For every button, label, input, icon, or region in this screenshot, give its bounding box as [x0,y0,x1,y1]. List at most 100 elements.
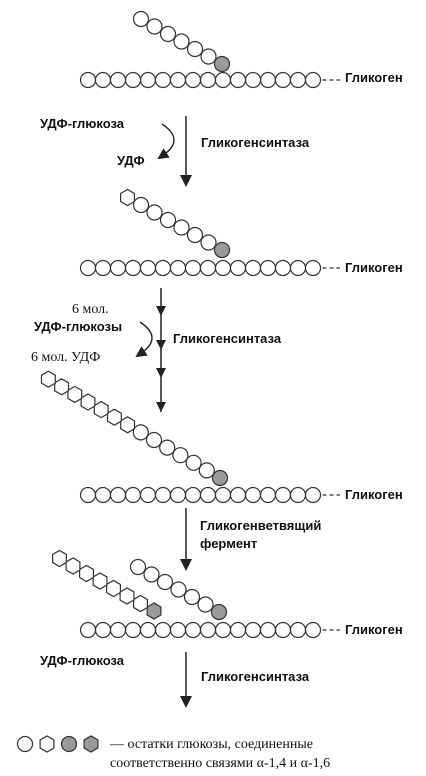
glucose-residue [124,71,142,89]
step-3-reaction: Гликогенветвящий фермент [180,508,321,571]
udp-label-1: УДФ [117,153,145,168]
glucose-residue [169,621,187,639]
udp-glucose-label-2: УДФ-глюкоза [40,653,125,668]
glucose-residue [94,259,112,277]
glucose-residue [132,10,150,28]
new-residue-hexagon [93,400,109,419]
glucose-residue [199,71,217,89]
glucose-residue [154,621,172,639]
glucose-residue [304,486,322,504]
glycogen-label-3: Гликоген [345,487,403,502]
glucose-residue [184,486,202,504]
new-residue-hexagon [80,393,96,411]
glucose-residue [304,621,322,639]
glucose-residue [159,211,177,229]
glucose-residue [145,431,163,449]
glucose-residue [289,486,307,504]
glucose-residue [109,621,127,639]
branch-point-residue [213,241,231,259]
glucose-residue [159,25,177,43]
glycogen-label-2: Гликоген [345,260,403,275]
new-residue-hexagon [78,564,95,583]
glucose-residue [154,259,172,277]
new-residue-hexagon [54,378,70,396]
side-arrow-1 [157,123,175,160]
glycogen-label-4: Гликоген [345,622,403,637]
step-1-reaction: УДФ-глюкоза УДФ Гликогенсинтаза [40,116,310,187]
glucose-residue [124,486,142,504]
glucose-residue [274,486,292,504]
branch-point-residue [210,603,228,621]
glucose-residue [200,48,217,65]
glucose-residue [289,259,307,277]
branch-point-residue [213,55,231,73]
glucose-residue [169,71,187,89]
new-residue-hexagon [106,408,122,426]
glucose-residue [109,71,127,89]
glucose-residue [197,596,214,613]
six-mol-label: 6 мол. [72,302,109,317]
glucose-residue [199,621,217,639]
legend-text-line-1: — остатки глюкозы, соединенные [109,737,313,752]
new-residue-hexagon [120,416,136,434]
legend-open-circle-icon [16,735,34,753]
glycogen-synthase-label-2: Гликогенсинтаза [173,331,282,346]
new-residue-hexagon [67,385,83,404]
glucose-residue [244,71,262,89]
glucose-residue [184,259,202,277]
glucose-residue [274,71,292,89]
glucose-residue [172,447,189,464]
glucose-residue [173,33,190,50]
glucose-residue [154,486,172,504]
glucose-residue [214,621,232,639]
udp-glucoses-label: УДФ-глюкозы [34,319,122,334]
glucose-residue [186,226,204,244]
new-residue-hexagon [133,594,148,613]
side-arrow-2 [135,321,153,358]
glucose-residue [214,71,232,89]
glucose-residue [109,259,127,277]
glucose-residue [198,462,215,479]
glucose-residue [94,621,112,639]
new-residue-hexagon [119,188,135,207]
glucose-residue [289,621,307,639]
glucose-residue [214,486,232,504]
glucose-residue [146,204,163,221]
glucose-residue [244,486,262,504]
branch-point-hexagon [146,602,162,620]
glucose-residue [94,71,112,89]
new-residue-hexagon [92,572,108,590]
step-4-reaction: УДФ-глюкоза Гликогенсинтаза [40,652,310,708]
step-2-reaction: 6 мол. УДФ-глюкозы 6 мол. УДФ Гликогенси… [31,288,282,412]
glucose-residue [79,621,97,639]
glucose-residue [186,40,204,58]
glucose-residue [259,259,277,277]
glucose-residue [159,439,176,456]
glucose-residue [259,486,277,504]
glucose-residue [214,259,232,277]
glucose-residue [139,621,157,639]
glucose-residue [124,259,142,277]
glucose-residue [132,424,149,441]
glucose-residue [244,259,262,277]
branch-point-residue [211,469,229,487]
glucose-residue [94,486,112,504]
legend-open-hexagon-icon [39,735,55,753]
glucose-residue [139,486,157,504]
glucose-residue [185,454,202,471]
glucose-residue [229,71,247,89]
glucose-residue [156,573,174,591]
six-mol-udp-label: 6 мол. УДФ [31,350,100,365]
legend-filled-hexagon-icon [83,735,99,753]
glucose-residue [109,486,127,504]
glucose-residue [146,18,163,35]
glucose-residue [200,234,217,251]
glycogen-synthase-label-3: Гликогенсинтаза [201,669,310,684]
glucose-residue [139,71,157,89]
glucose-residue [124,621,142,639]
glucose-residue [170,581,187,598]
glucose-residue [184,71,202,89]
glucose-residue [259,621,277,639]
branching-enzyme-label-2: фермент [200,536,257,551]
glucose-residue [274,259,292,277]
